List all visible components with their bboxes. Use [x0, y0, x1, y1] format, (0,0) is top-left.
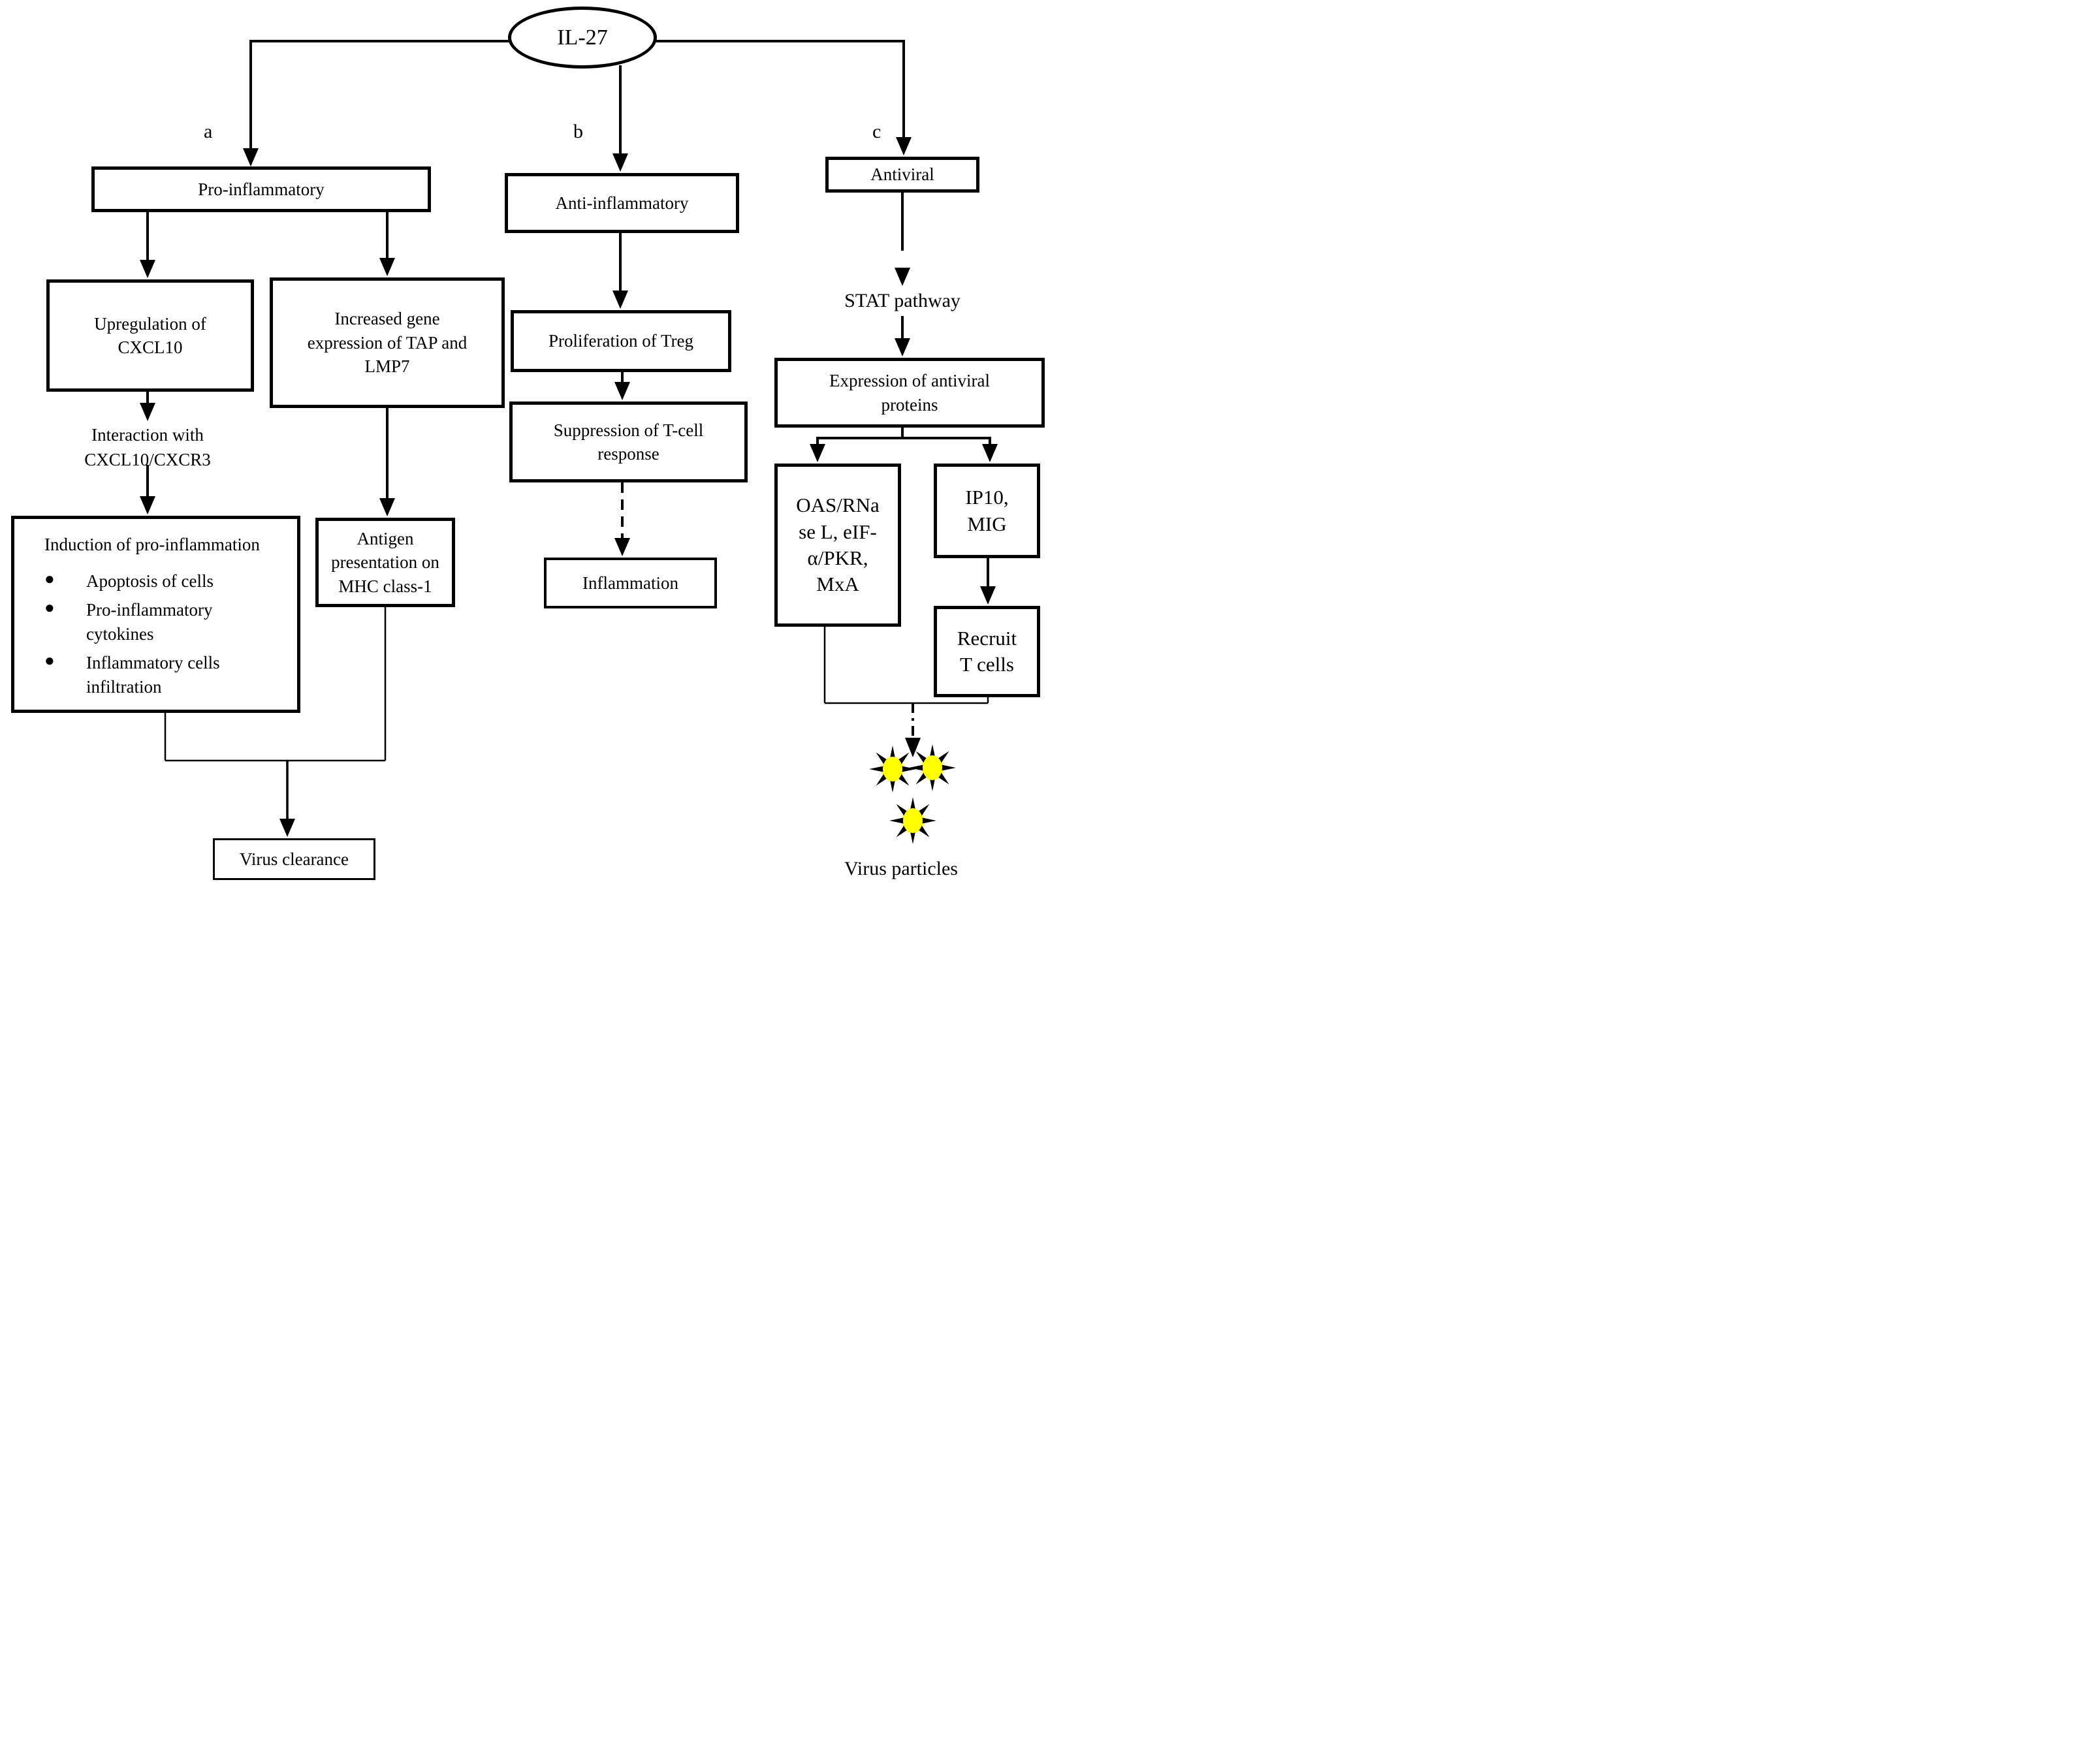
virus-clearance-node: Virus clearance [213, 838, 375, 880]
list-item: ● Apoptosis of cells [44, 569, 260, 593]
stat-pathway-label: STAT pathway [844, 290, 961, 311]
virus-particle-icon [869, 746, 916, 793]
proliferation-treg-node: Proliferation of Treg [511, 310, 731, 372]
branch-b-label: b [573, 121, 583, 142]
inflammation-node: Inflammation [544, 558, 717, 608]
virus-particles-label: Virus particles [844, 858, 958, 879]
interaction-cxcl10-cxcr3-label: Interaction with CXCL10/CXCR3 [84, 425, 211, 469]
upregulation-cxcl10-node: Upregulation of CXCL10 [46, 279, 254, 392]
list-item: ● Pro-inflammatory cytokines [44, 598, 260, 646]
virus-particle-icon [909, 744, 956, 791]
induction-title: Induction of pro-inflammation [44, 535, 260, 554]
pro-inflammatory-node: Pro-inflammatory [91, 166, 431, 212]
il27-label: IL-27 [557, 25, 608, 50]
antiviral-node: Antiviral [825, 157, 979, 193]
arrowheads [140, 137, 998, 837]
expression-antiviral-proteins-node: Expression of antiviral proteins [774, 358, 1045, 428]
solid-connectors [146, 40, 991, 588]
connector-lines [140, 40, 998, 844]
ip10-mig-node: IP10, MIG [934, 464, 1040, 558]
anti-inflammatory-node: Anti-inflammatory [505, 173, 739, 233]
virus-particle-icon [889, 797, 936, 844]
antigen-presentation-node: Antigen presentation on MHC class-1 [315, 518, 455, 607]
tap-lmp7-node: Increased gene expression of TAP and LMP… [270, 277, 505, 408]
bullet-icon: ● [44, 598, 55, 618]
il27-node: IL-27 [508, 7, 657, 69]
induction-pro-inflammation-node: Induction of pro-inflammation ● Apoptosi… [11, 516, 300, 713]
branch-a-label: a [204, 121, 213, 142]
oas-rnasel-node: OAS/RNa se L, eIF- α/PKR, MxA [774, 464, 901, 627]
list-item: ● Inflammatory cells infiltration [44, 651, 260, 699]
bullet-icon: ● [44, 569, 55, 588]
il27-pathway-diagram: IL-27 a b c Pro-inflammatory Upregulatio… [0, 0, 1048, 882]
branch-c-label: c [872, 121, 881, 142]
suppression-tcell-node: Suppression of T-cell response [509, 402, 748, 482]
recruit-tcells-node: Recruit T cells [934, 606, 1040, 697]
bullet-icon: ● [44, 651, 55, 670]
thin-connectors [164, 607, 989, 762]
